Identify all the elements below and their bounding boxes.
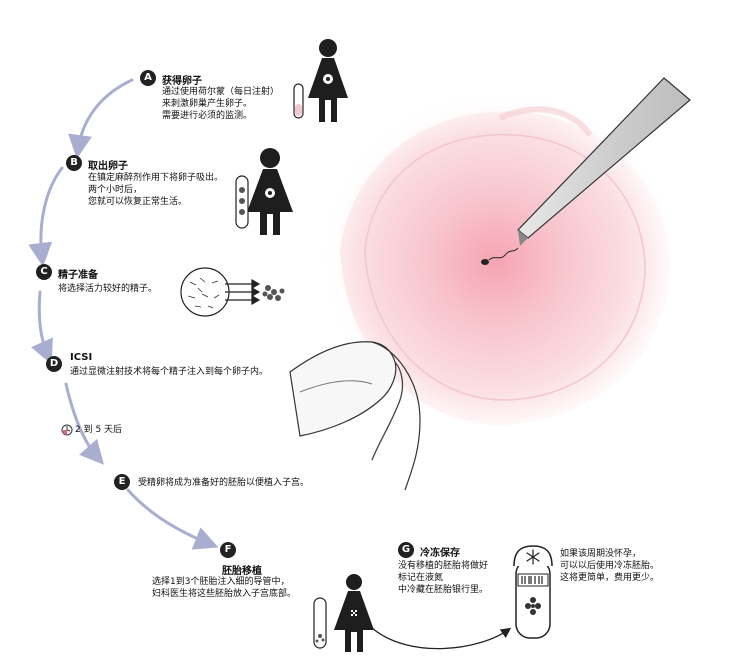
freeze-note: 如果该周期没怀孕， 可以以后使用冷冻胚胎。 这将更简单，费用更少。 (560, 548, 659, 584)
step-b-text: 在镇定麻醉剂作用下将卵子吸出。 两个小时后， 您就可以恢复正常生活。 (88, 172, 223, 208)
step-g-line: 标记在液氮 (398, 573, 444, 583)
freeze-arrow (371, 627, 512, 650)
test-tube-icon (293, 83, 304, 119)
step-f-line: 妇科医生将这些胚胎放入子宫底部。 (152, 589, 297, 599)
step-c-badge: C (36, 264, 52, 280)
step-g-text: 没有移植的胚胎将做好 标记在液氮 中冷藏在胚胎银行里。 (398, 560, 488, 596)
clock-icon (61, 424, 73, 436)
step-b-line: 在镇定麻醉剂作用下将卵子吸出。 (88, 173, 224, 183)
step-e-line: 受精卵将成为准备好的胚胎以便植入子宫。 (138, 478, 310, 488)
step-a-text: 通过使用荷尔蒙（每日注射） 来刺激卵巢产生卵子。 需要进行必须的监测。 (162, 86, 279, 122)
freeze-note-line: 可以以后使用冷冻胚胎。 (560, 561, 660, 571)
step-b-title: 取出卵子 (88, 161, 128, 172)
step-e-text: 受精卵将成为准备好的胚胎以便植入子宫。 (138, 477, 309, 489)
step-b-line: 您就可以恢复正常生活。 (88, 197, 188, 207)
freeze-note-line: 如果该周期没怀孕， (560, 549, 642, 559)
step-d-line: 通过显微注射技术将每个精子注入到每个卵子内。 (70, 367, 269, 377)
sperm-selection-icon (180, 267, 285, 317)
step-d-title: ICSI (70, 352, 93, 363)
step-e-badge: E (114, 474, 130, 490)
snowflake-icon (526, 549, 540, 565)
step-f-badge: F (220, 542, 236, 558)
step-b-line: 两个小时后， (88, 185, 143, 195)
step-f-line: 选择1到3个胚胎注入细的导管中， (152, 577, 290, 587)
step-c-text: 将选择活力较好的精子。 (58, 283, 157, 295)
freeze-note-line: 这将更简单，费用更少。 (560, 573, 660, 583)
test-tube-icon (313, 597, 327, 649)
step-g-badge: G (398, 542, 414, 558)
step-d-badge: D (46, 356, 62, 372)
test-tube-icon (235, 175, 249, 229)
step-g-line: 没有移植的胚胎将做好 (398, 561, 489, 571)
step-c-line: 将选择活力较好的精子。 (58, 284, 158, 294)
sperm-cell (481, 247, 519, 265)
step-a-line: 通过使用荷尔蒙（每日注射） (162, 87, 280, 97)
step-a-badge: A (140, 70, 156, 86)
timing-label: 2 到 5 天后 (75, 425, 123, 435)
step-a-title: 获得卵子 (162, 76, 202, 87)
step-b-badge: B (66, 155, 82, 171)
step-d-text: 通过显微注射技术将每个精子注入到每个卵子内。 (70, 366, 268, 378)
injection-needle (517, 77, 691, 246)
step-a-line: 需要进行必须的监测。 (162, 111, 253, 121)
step-a-line: 来刺激卵巢产生卵子。 (162, 99, 253, 109)
flow-arrows (28, 78, 219, 550)
step-f-text: 选择1到3个胚胎注入细的导管中， 妇科医生将这些胚胎放入子宫底部。 (152, 576, 296, 600)
woman-figure-icon (308, 39, 348, 122)
woman-figure-icon (334, 574, 374, 652)
holding-pipette (289, 341, 421, 491)
woman-figure-icon (247, 148, 293, 235)
step-g-title: 冷冻保存 (420, 548, 460, 559)
step-g-line: 中冷藏在胚胎银行里。 (398, 585, 489, 595)
cryo-tube-icon (513, 545, 553, 639)
step-c-title: 精子准备 (58, 270, 98, 281)
step-f-title: 胚胎移植 (222, 566, 262, 577)
